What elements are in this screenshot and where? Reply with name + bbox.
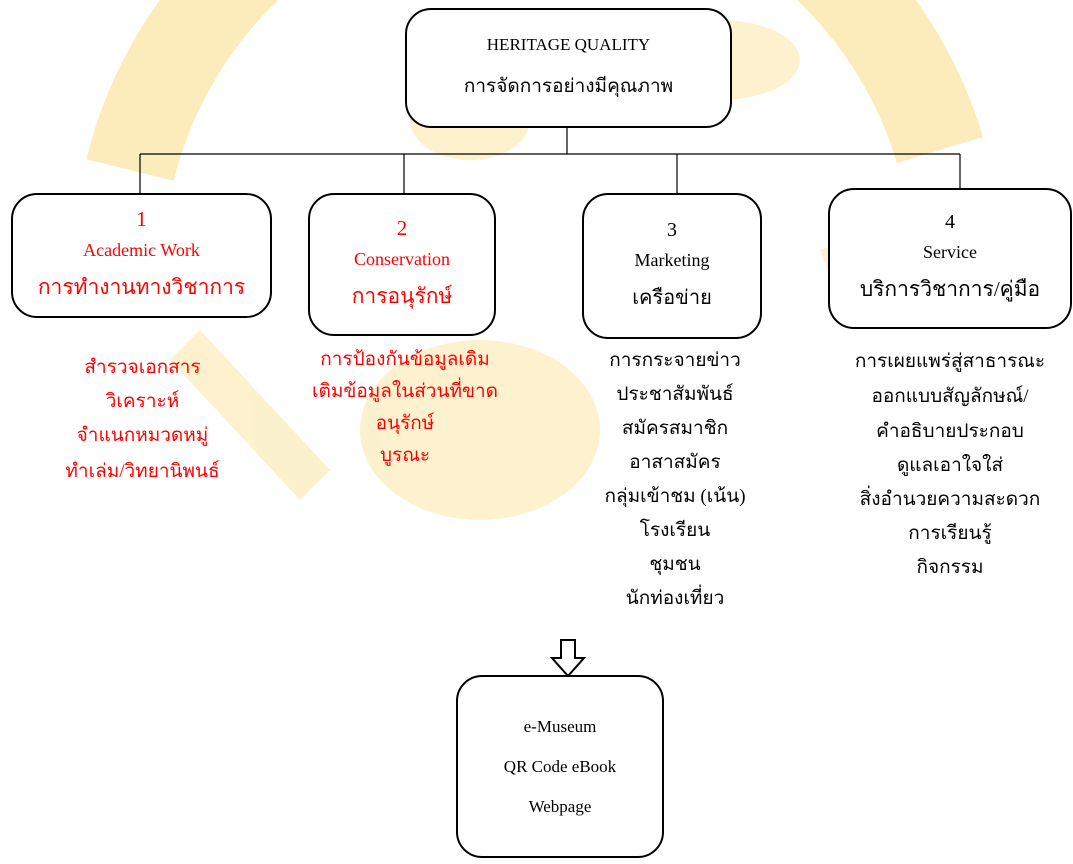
list-item: สำรวจเอกสาร: [84, 357, 201, 378]
branch-name-th: การอนุรักษ์: [351, 284, 453, 308]
list-item: สิ่งอำนวยความสะดวก: [859, 489, 1041, 510]
list-item: ออกแบบสัญลักษณ์/: [871, 386, 1029, 407]
branch-academic-work: 1 Academic Work การทำงานทางวิชาการ: [11, 193, 272, 318]
items-conservation: การป้องกันข้อมูลเดิม เติมข้อมูลในส่วนที่…: [280, 344, 530, 494]
list-item: ทำเล่ม/วิทยานิพนธ์: [65, 461, 220, 482]
branch-name-en: Academic Work: [83, 240, 200, 260]
list-item: การกระจายข่าว: [609, 350, 741, 371]
branch-name-th: บริการวิชาการ/คู่มือ: [859, 277, 1041, 301]
items-academic-work: สำรวจเอกสาร วิเคราะห์ จำแนกหมวดหมู่ ทำเล…: [40, 352, 245, 512]
list-item: การป้องกันข้อมูลเดิม: [320, 349, 490, 370]
items-service: การเผยแพร่สู่สาธารณะ ออกแบบสัญลักษณ์/ คำ…: [835, 346, 1065, 616]
branch-name-th: การทำงานทางวิชาการ: [37, 275, 246, 299]
list-item: บูรณะ: [379, 445, 431, 466]
branch-number: 4: [945, 211, 955, 233]
list-item: ชุมชน: [649, 554, 701, 575]
output-line-qr-ebook: QR Code eBook: [503, 756, 617, 776]
list-item: การเผยแพร่สู่สาธารณะ: [854, 351, 1046, 372]
items-marketing: การกระจายข่าว ประชาสัมพันธ์ สมัครสมาชิก …: [575, 345, 775, 645]
list-item: อาสาสมัคร: [629, 452, 721, 473]
branch-number: 3: [667, 219, 677, 241]
output-line-webpage: Webpage: [528, 796, 592, 816]
list-item: คำอธิบายประกอบ: [876, 421, 1024, 442]
branch-number: 2: [396, 216, 408, 240]
branch-name-en: Marketing: [634, 250, 710, 270]
branch-name-th: เครือข่าย: [632, 287, 712, 309]
branch-marketing: 3 Marketing เครือข่าย: [582, 193, 762, 339]
list-item: เติมข้อมูลในส่วนที่ขาด: [312, 381, 498, 402]
branch-name-en: Service: [923, 242, 977, 262]
down-arrow-icon: [550, 639, 586, 678]
list-item: กิจกรรม: [916, 557, 984, 578]
output-node: e-Museum QR Code eBook Webpage: [456, 675, 664, 858]
list-item: การเรียนรู้: [908, 523, 992, 544]
list-item: กลุ่มเข้าชม (เน้น): [604, 486, 746, 507]
list-item: นักท่องเที่ยว: [625, 588, 725, 609]
list-item: ดูแลเอาใจใส่: [896, 455, 1004, 476]
list-item: สมัครสมาชิก: [621, 418, 729, 439]
root-node: HERITAGE QUALITY การจัดการอย่างมีคุณภาพ: [405, 8, 732, 128]
list-item: โรงเรียน: [639, 520, 711, 541]
branch-name-en: Conservation: [354, 249, 450, 269]
list-item: ประชาสัมพันธ์: [616, 384, 734, 405]
branch-number: 1: [136, 207, 147, 231]
root-title-th: การจัดการอย่างมีคุณภาพ: [463, 76, 674, 97]
branch-conservation: 2 Conservation การอนุรักษ์: [308, 193, 496, 336]
list-item: จำแนกหมวดหมู่: [76, 425, 209, 446]
list-item: อนุรักษ์: [375, 413, 435, 434]
list-item: วิเคราะห์: [105, 391, 180, 412]
branch-service: 4 Service บริการวิชาการ/คู่มือ: [828, 188, 1072, 329]
root-title-en: HERITAGE QUALITY: [486, 35, 651, 54]
output-line-emuseum: e-Museum: [523, 716, 597, 736]
